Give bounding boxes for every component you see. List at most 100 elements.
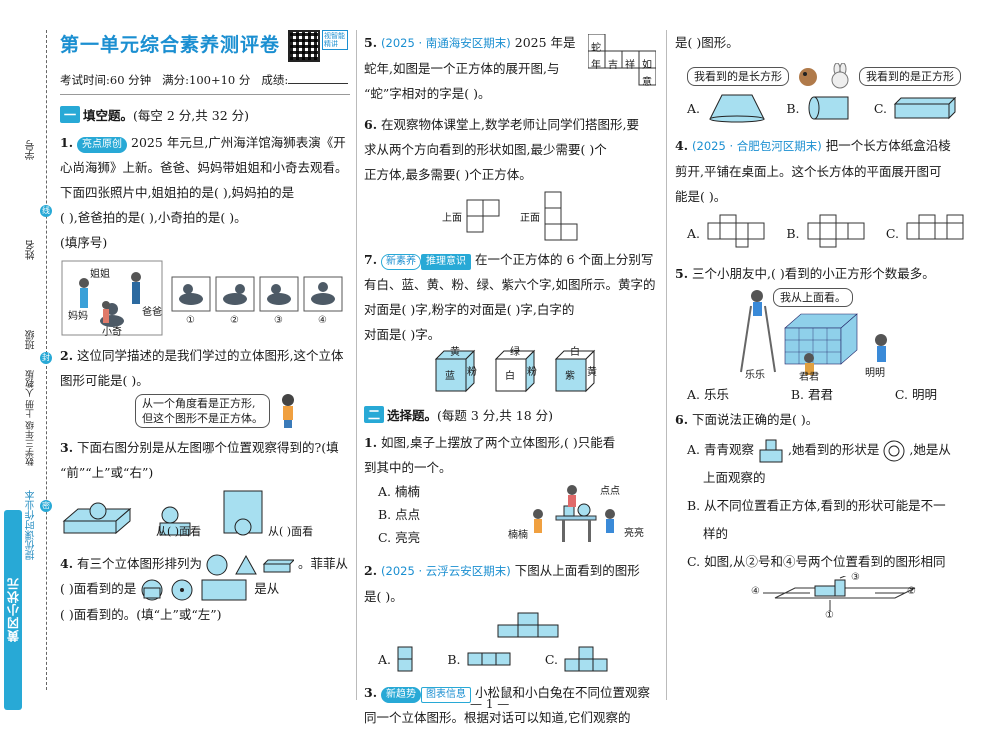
label-mingming: 明明 (865, 368, 885, 379)
choice-1-options: A. 楠楠 B. 点点 C. 亮亮 (378, 480, 659, 549)
option-a[interactable]: A. 青青观察 ,她看到的形状是 ,她是从 上面观察的 (687, 436, 975, 492)
question-text: 求从两个方向看到的形状如图,最少需要( )个 (364, 142, 607, 157)
label-mom: 妈妈 (68, 311, 88, 322)
page-number: — 1 — (470, 697, 510, 711)
option-letter: C. (873, 100, 887, 116)
question-text: 心尚海狮》上新。爸爸、妈妈带姐姐和小奇去观看。 (60, 160, 348, 175)
tag-literacy: 新素养 (381, 254, 422, 270)
option-c[interactable]: C. (545, 646, 608, 672)
question-text: 如图,桌子上摆放了两个立体图形,( )只能看 (381, 435, 616, 450)
section-desc: (每空 2 分,共 32 分) (133, 108, 250, 123)
question-text: 在一个正方体的 6 个面上分别写 (475, 252, 654, 267)
option-text: C. 如图,从②号和④号两个位置看到的图形相同 (687, 554, 946, 569)
cube-net: 蛇 年 吉 祥 如 意 (587, 33, 657, 96)
question-text: ( )面看到的是 (60, 581, 137, 596)
option-text: A. 青青观察 (687, 442, 754, 457)
net-cell: 如 (642, 60, 652, 71)
q7-cubes: 黄 蓝 粉 绿 白 粉 白 紫 黄 (434, 347, 659, 395)
view-result (141, 579, 247, 600)
question-text: 对面是( )字,粉字的对面是( )字,白字的 (364, 302, 575, 317)
option-b[interactable]: B. 君君 (790, 387, 834, 402)
option-b[interactable]: B. (786, 93, 855, 123)
option-c[interactable]: C. (874, 96, 957, 120)
question-6: 6. 在观察物体课堂上,数学老师让同学们搭图形,要 求从两个方向看到的形状如图,… (364, 112, 659, 187)
choice-6: 6. 下面说法正确的是( )。 (675, 407, 975, 432)
full-score: 满分:100+10 分 (162, 73, 251, 87)
option-letter: B. (447, 651, 461, 667)
label-sister: 姐姐 (90, 269, 110, 280)
photo-label: ④ (318, 315, 327, 326)
option-letter: C. (885, 225, 899, 241)
question-text: 下面右图分别是从左图哪个位置观察得到的?(填 (77, 440, 339, 455)
question-text: 下图从上面看到的图形 (514, 563, 640, 578)
bubble-rabbit: 我看到的是正方形 (859, 66, 961, 86)
option-a[interactable]: A. 楠楠 (378, 484, 420, 499)
blank-view-1[interactable]: 从( )面看 (156, 525, 202, 538)
question-text: 剪开,平铺在桌面上。这个长方体的平面展开图可 (675, 164, 942, 179)
photo-label: ③ (274, 315, 283, 326)
ring-shape (883, 440, 905, 461)
cube-net-grid (587, 33, 657, 86)
option-b[interactable]: B. 点点 (378, 507, 421, 522)
question-source: (2025 · 合肥包河区期末) (692, 139, 822, 153)
spine-dot: 密 (40, 500, 52, 512)
photo-label: ① (186, 315, 195, 326)
exam-time: 考试时间:60 分钟 (60, 73, 152, 87)
blank-view-2[interactable]: 从( )面看 (268, 525, 314, 538)
q2-figure: 从一个角度看是正方形, 但这个图形不是正方体。 (135, 393, 350, 429)
view-shapes (62, 490, 263, 536)
bubble-line: 但这个图形不是正方体。 (142, 412, 263, 425)
label-junjun: 君君 (799, 372, 819, 383)
question-5: 5. (2025 · 南通海安区期末) 2025 年是 蛇年,如图是一个正方体的… (364, 30, 659, 106)
net-cell: 年 (591, 60, 601, 71)
sea-lion-show-illustration (61, 260, 343, 336)
option-c[interactable]: C. 如图,从②号和④号两个位置看到的图形相同 (687, 548, 975, 576)
option-b[interactable]: B. 从不同位置看正方体,看到的形状可能是不一 样的 (687, 492, 975, 548)
animal-dialogue: 我看到的是长方形 我看到的是正方形 (687, 63, 975, 89)
cube-face-side: 黄 (587, 367, 597, 378)
label-front: 正面 (520, 212, 540, 224)
question-text: 蛇年,如图是一个正方体的展开图,与 (364, 61, 560, 76)
tag-trend: 新趋势 (381, 687, 422, 703)
option-a[interactable]: A. (687, 213, 768, 253)
question-number: 4. (60, 556, 74, 571)
option-a[interactable]: A. 乐乐 (687, 387, 729, 402)
option-a[interactable]: A. (687, 93, 768, 123)
option-c[interactable]: C. 亮亮 (378, 530, 421, 545)
label-dad: 爸爸 (142, 307, 162, 318)
question-number: 5. (364, 35, 378, 50)
qr-code[interactable] (288, 30, 320, 62)
question-text: 三个小朋友中,( )看到的小正方形个数最多。 (692, 266, 935, 281)
question-text: 正方体,最多需要( )个正方体。 (364, 167, 532, 182)
question-text: 在观察物体课堂上,数学老师让同学们搭图形,要 (381, 117, 639, 132)
column-3: 是( )图形。 我看到的是长方形 我看到的是正方形 A. B. C. 4. (2… (675, 30, 975, 621)
option-c[interactable]: C. (886, 213, 967, 253)
question-text: 把一个长方体纸盒沿棱 (825, 138, 951, 153)
label-liangliang: 亮亮 (624, 528, 644, 539)
option-letter: B. (786, 225, 800, 241)
question-number: 3. (60, 440, 74, 455)
three-cubes (434, 349, 596, 393)
section-heading: 一 填空题。 (每空 2 分,共 32 分) (60, 105, 350, 124)
choice-5-options: A. 乐乐 B. 君君 C. 明明 (687, 384, 937, 403)
binding-spine: 线 封 密 学号 姓名 班级 数学三年级 上册 人教版 提优课时作业本 黄冈小状… (0, 0, 52, 718)
choice-6-options: A. 青青观察 ,她看到的形状是 ,她是从 上面观察的 B. 从不同位置看正方体… (687, 436, 975, 576)
choice-2-options: A. B. C. (378, 646, 608, 672)
option-c[interactable]: C. 明明 (894, 387, 937, 402)
bubble-line: 从一个角度看是正方形, (142, 397, 256, 410)
option-a[interactable]: A. (378, 646, 413, 672)
field-student-id: 学号 (26, 140, 37, 160)
question-text: ( )面看到的。(填“上”或“左”) (60, 606, 222, 622)
option-b[interactable]: B. (447, 651, 511, 667)
page-title: 第一单元综合素养测评卷 (60, 34, 281, 56)
field-name: 姓名 (26, 240, 37, 260)
position-diagram (763, 573, 916, 612)
option-text: 上面观察的 (703, 470, 766, 485)
section-number: 一 (60, 106, 81, 123)
net-cell: 祥 (625, 60, 635, 71)
squirrel-icon (799, 68, 817, 86)
option-b[interactable]: B. (786, 213, 867, 253)
question-source: (2025 · 云浮云安区期末) (381, 564, 511, 578)
question-source: (2025 · 南通海安区期末) (381, 36, 511, 50)
question-number: 5. (675, 266, 689, 281)
